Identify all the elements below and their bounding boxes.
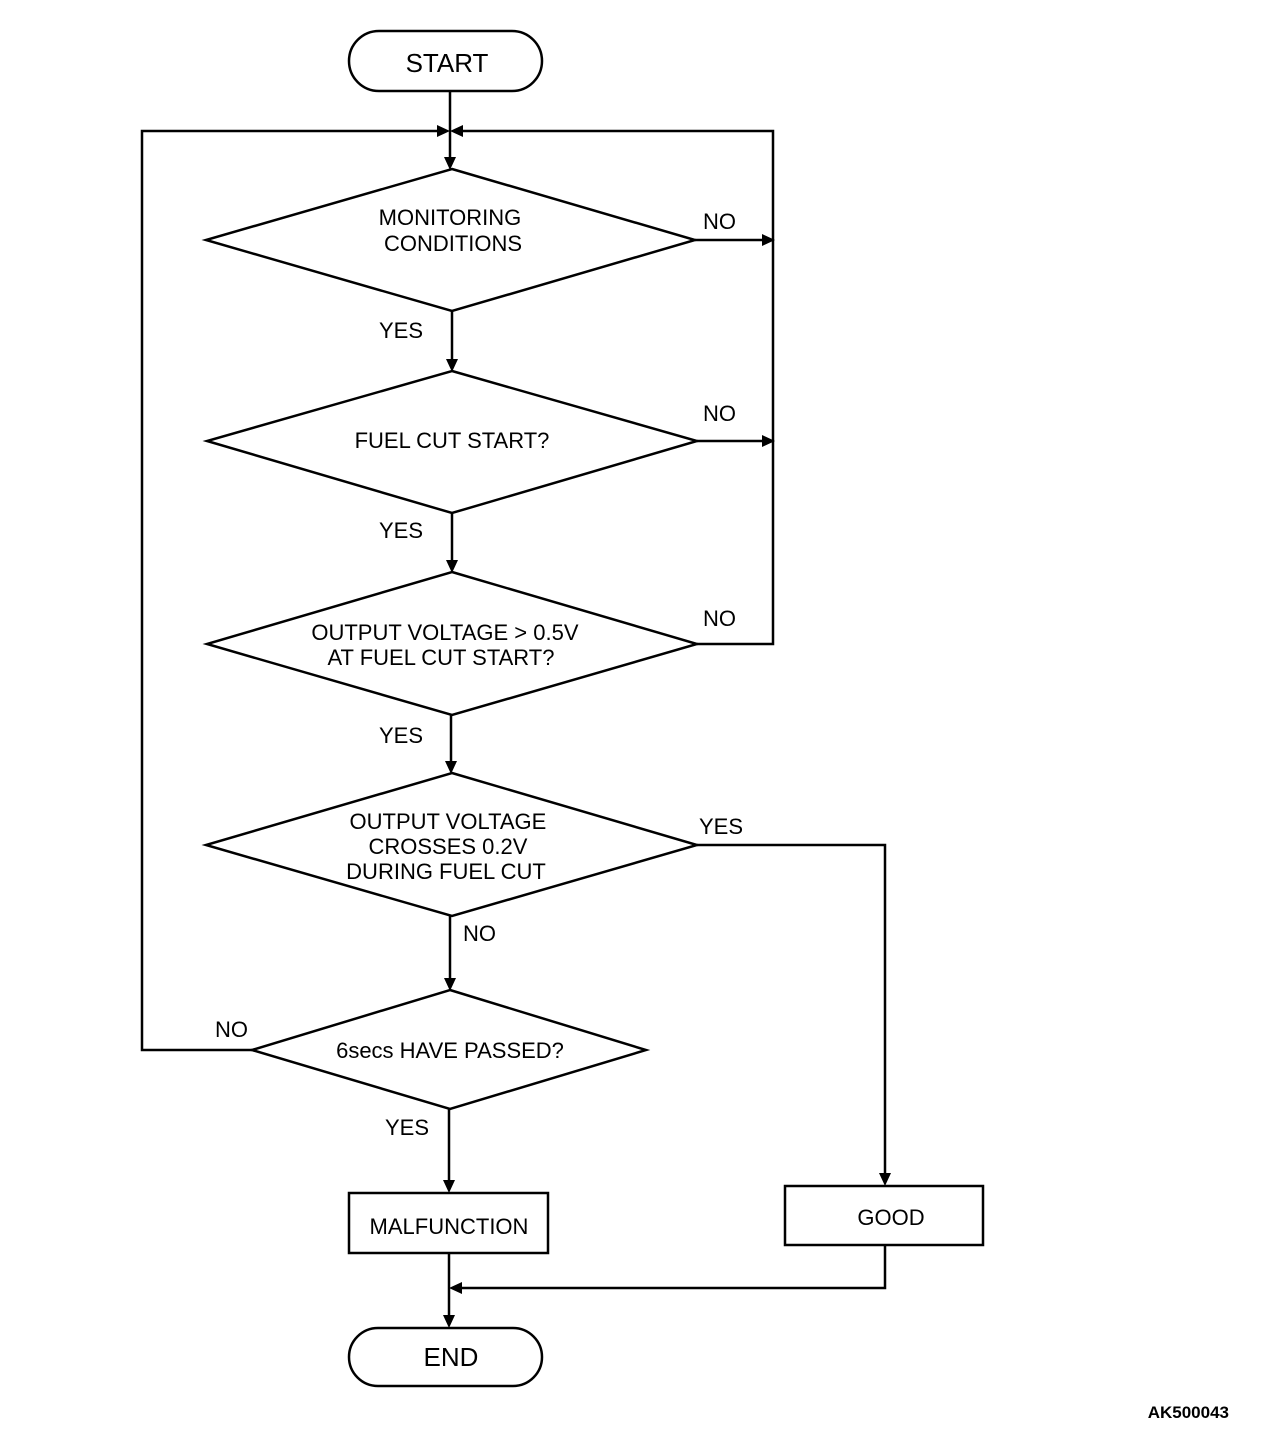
decision-output-voltage-crosses — [201, 771, 702, 918]
end-terminal — [347, 1326, 544, 1388]
connector-six-secs-no-loop — [140, 129, 438, 1052]
arrowhead-good-merge — [449, 1282, 462, 1294]
crosses-label-line-1: OUTPUT VOLTAGE — [350, 809, 547, 834]
process-malfunction — [347, 1191, 550, 1255]
edge-label-six-secs-no: NO — [215, 1017, 248, 1042]
arrowhead-right-loop — [450, 125, 463, 137]
connector-crosses-yes — [697, 843, 887, 1174]
edge-label-monitoring-no: NO — [703, 209, 736, 234]
arrowhead-monitoring-no — [762, 234, 775, 246]
decision-fuel-cut-start — [202, 369, 702, 515]
malfunction-label: MALFUNCTION — [370, 1214, 529, 1239]
edge-label-crosses-yes: YES — [699, 814, 743, 839]
end-label: END — [424, 1342, 479, 1372]
arrowhead-into-malfunction — [443, 1180, 455, 1193]
connector-right-no-loop — [462, 129, 775, 646]
arrowhead-into-good — [879, 1173, 891, 1186]
crosses-label-line-2: CROSSES 0.2V — [368, 834, 527, 859]
edge-label-output-05-yes: YES — [379, 723, 423, 748]
output-05-label-line-1: OUTPUT VOLTAGE > 0.5V — [311, 620, 578, 645]
crosses-label-line-3: DURING FUEL CUT — [346, 859, 546, 884]
arrowhead-fuel-cut-no — [762, 435, 775, 447]
output-05-label: OUTPUT VOLTAGE > 0.5V AT FUEL CUT START? — [311, 620, 584, 670]
figure-id: AK500043 — [1148, 1403, 1229, 1422]
arrowhead-into-fuel-cut — [446, 359, 458, 372]
edge-label-fuel-cut-no: NO — [703, 401, 736, 426]
monitoring-label-line-2: CONDITIONS — [384, 231, 522, 256]
monitoring-label: MONITORING CONDITIONS — [379, 205, 528, 256]
fuel-cut-label-line-1: FUEL CUT START? — [355, 428, 550, 453]
arrowhead-into-monitoring — [444, 157, 456, 170]
edge-label-fuel-cut-yes: YES — [379, 518, 423, 543]
connector-good-to-merge — [461, 1245, 887, 1290]
arrowhead-into-crosses — [445, 761, 457, 774]
arrowhead-into-six-secs — [444, 978, 456, 991]
start-label: START — [406, 48, 489, 78]
arrowhead-into-end — [443, 1315, 455, 1328]
arrowhead-into-output-05 — [446, 560, 458, 573]
process-good — [783, 1184, 985, 1247]
six-secs-label-line-1: 6secs HAVE PASSED? — [336, 1038, 564, 1063]
decision-output-voltage-05 — [202, 570, 702, 717]
monitoring-label-line-1: MONITORING — [379, 205, 522, 230]
output-05-label-line-2: AT FUEL CUT START? — [328, 645, 555, 670]
start-terminal — [347, 29, 544, 93]
edge-label-output-05-no: NO — [703, 606, 736, 631]
edge-label-monitoring-yes: YES — [379, 318, 423, 343]
arrowhead-left-loop — [437, 125, 450, 137]
crosses-label: OUTPUT VOLTAGE CROSSES 0.2V DURING FUEL … — [346, 809, 552, 884]
fuel-cut-label: FUEL CUT START? — [355, 428, 550, 453]
decision-six-secs-passed — [247, 988, 651, 1111]
six-secs-label: 6secs HAVE PASSED? — [336, 1038, 564, 1063]
good-label: GOOD — [857, 1205, 924, 1230]
edge-label-crosses-no: NO — [463, 921, 496, 946]
decision-monitoring-conditions — [201, 167, 700, 313]
edge-label-six-secs-yes: YES — [385, 1115, 429, 1140]
